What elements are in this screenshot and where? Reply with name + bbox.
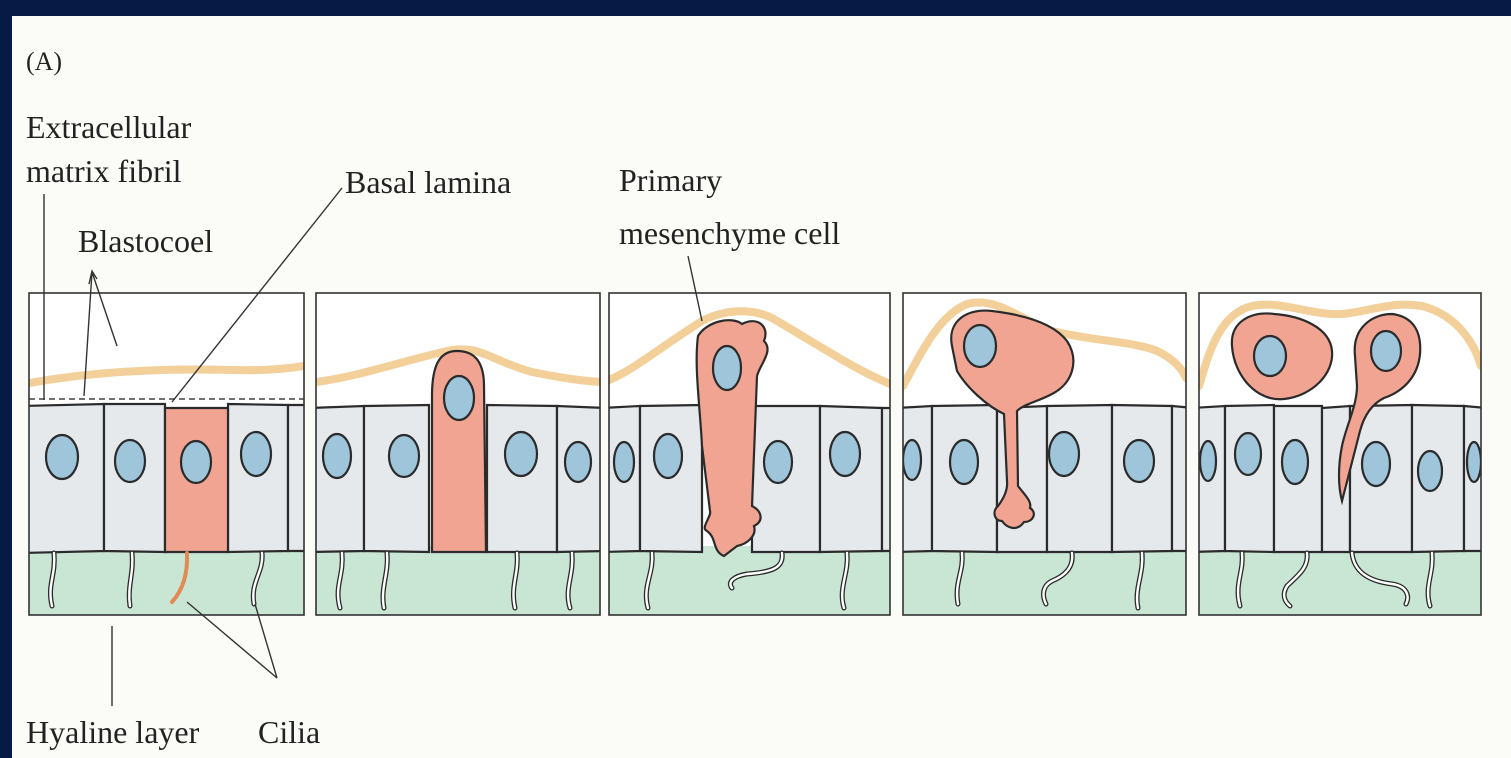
stage-panel-1 <box>22 293 312 615</box>
figure-frame: (A) Extracellular matrix fibril Basal la… <box>12 16 1511 758</box>
stage-panel-5 <box>1192 293 1487 615</box>
ingression-diagram: (A) Extracellular matrix fibril Basal la… <box>12 16 1511 758</box>
cilia-label: Cilia <box>258 714 320 750</box>
pmc-label-line1: Primary <box>619 162 722 198</box>
ecm-fibril-label-line2: matrix fibril <box>26 153 182 189</box>
blastocoel-label: Blastocoel <box>78 223 213 259</box>
stage-panel-4 <box>896 293 1194 615</box>
epithelial-cells <box>896 405 1194 552</box>
panel-letter: (A) <box>26 47 62 76</box>
basal-lamina-label: Basal lamina <box>345 164 511 200</box>
hyaline-layer-label: Hyaline layer <box>26 714 200 750</box>
stage-panel-2 <box>310 293 607 615</box>
stage-panel-3 <box>602 293 902 615</box>
pmc-label-line2: mesenchyme cell <box>619 215 840 251</box>
ecm-fibril-label-line1: Extracellular <box>26 109 192 145</box>
